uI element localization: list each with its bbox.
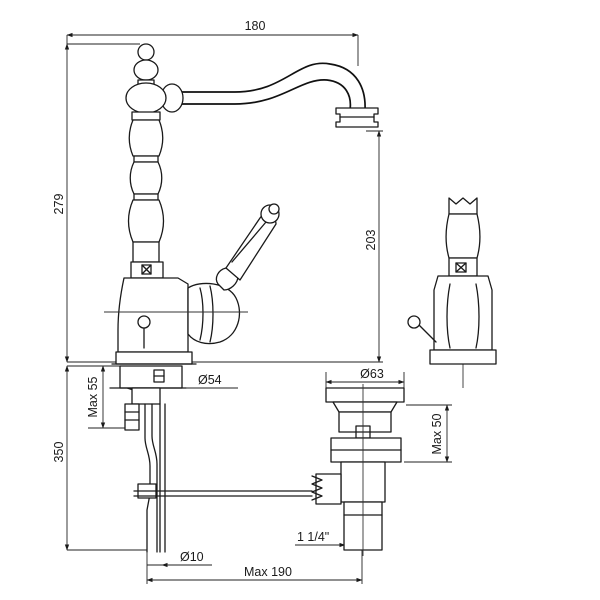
dimension-dia-63: Ø63: [325, 367, 405, 388]
dimension-279: 279: [52, 43, 140, 363]
dimension-max-50: Max 50: [404, 404, 452, 463]
dimension-max-50-label: Max 50: [430, 413, 444, 454]
dimension-dia-10-label: Ø10: [180, 550, 204, 564]
dimension-180: 180: [66, 19, 359, 66]
dimension-180-label: 180: [245, 19, 266, 33]
dimension-350: 350: [52, 365, 147, 551]
dimension-max-55: Max 55: [86, 365, 128, 429]
dimension-dia-63-label: Ø63: [360, 367, 384, 381]
dimension-max-55-label: Max 55: [86, 376, 100, 417]
dimension-dia-54-label: Ø54: [198, 373, 222, 387]
faucet-front-view: [104, 43, 379, 553]
dimension-350-label: 350: [52, 442, 66, 463]
dimension-thread-label: 1 1/4": [297, 530, 329, 544]
dimension-279-label: 279: [52, 194, 66, 215]
dimension-203-label: 203: [364, 230, 378, 251]
popup-drain: [311, 384, 405, 556]
dimension-max-190-label: Max 190: [244, 565, 292, 579]
dimension-203: 203: [190, 130, 383, 363]
dimension-max-190: Max 190: [146, 545, 363, 584]
dimension-dia-10: Ø10: [147, 550, 212, 568]
faucet-side-view: [407, 197, 497, 388]
